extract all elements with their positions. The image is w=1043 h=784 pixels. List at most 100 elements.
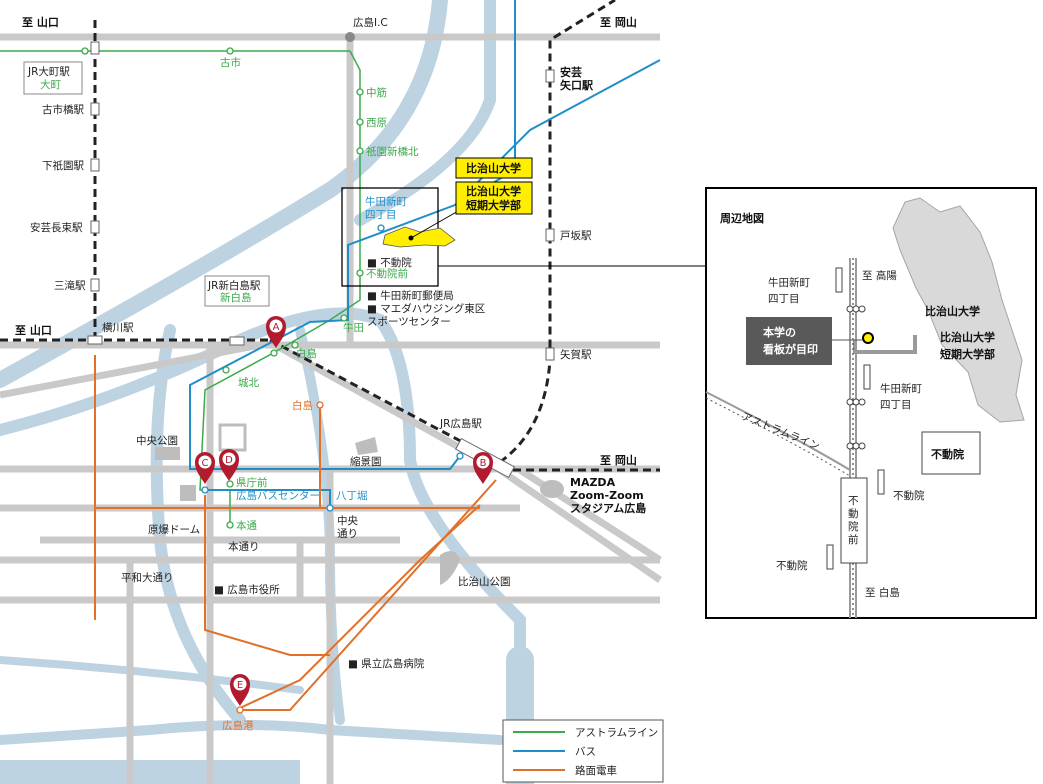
inset-stop-markers xyxy=(826,267,885,570)
jouhoku-label: 城北 xyxy=(238,377,259,389)
pin-a-label: A xyxy=(273,322,280,333)
shinhakushima-label: JR新白島駅 xyxy=(207,279,261,292)
inset-station-box xyxy=(840,477,868,564)
ic-marker xyxy=(345,32,355,42)
city-hall-label: ■ 広島市役所 xyxy=(214,583,280,596)
furuichi-label: 古市 xyxy=(220,56,241,69)
junior-label: 比治山大学短期大学部 xyxy=(466,184,521,212)
inset-ushita-bottom: 牛田新町四丁目 xyxy=(880,382,922,411)
shinhakushima-sub: 新白島 xyxy=(220,291,252,304)
hijiyama-park-shape xyxy=(440,551,460,585)
to-okayama-top: 至 岡山 xyxy=(600,15,637,29)
tram-stop-markers xyxy=(236,401,324,714)
kenchomae-label: 県庁前 xyxy=(236,476,268,489)
inset-fudoin-box-label: 不動院 xyxy=(931,447,964,461)
fudoin-landmark: ■ 不動院 xyxy=(367,256,412,269)
yaga-label: 矢賀駅 xyxy=(560,348,592,361)
hakushima-tram-label: 白島 xyxy=(292,399,313,412)
mitaki-label: 三滝駅 xyxy=(54,280,86,292)
pref-hospital-label: ■ 県立広島病院 xyxy=(348,657,425,670)
legend-tram-label: 路面電車 xyxy=(575,764,617,777)
astram-stop-markers xyxy=(81,47,364,529)
aki-nagatsuka-label: 安芸長束駅 xyxy=(30,221,83,234)
pin-c-label: C xyxy=(202,458,209,469)
koibashi-label: 古市橋駅 xyxy=(42,103,84,116)
building-shapes xyxy=(155,423,564,585)
to-yamaguchi-mid: 至 山口 xyxy=(15,323,52,337)
inset-fudoin-box xyxy=(921,431,981,475)
campus-leader xyxy=(410,209,461,239)
tozaka-label: 戸坂駅 xyxy=(560,230,592,242)
hakushima-astram-label: 白島 xyxy=(296,347,317,360)
legend: アストラムライン バス 路面電車 xyxy=(502,719,664,783)
inset-sign-label: 本学の看板が目印 xyxy=(763,325,818,356)
inset-to-koyo: 至 高陽 xyxy=(862,269,897,282)
bus-center-label: 広島バスセンター xyxy=(236,489,320,502)
inset-fudoin-right: 不動院 xyxy=(893,489,925,502)
rivers xyxy=(0,0,534,784)
odamachi-label: JR大町駅 xyxy=(27,65,70,78)
heiwa-odori-label: 平和大通り xyxy=(121,571,174,584)
inset-fudoin-left: 不動院 xyxy=(776,559,808,572)
shinhakushima-box xyxy=(204,275,270,307)
dome-label: 原爆ドーム xyxy=(148,523,200,536)
hatchobori-label: 八丁堀 xyxy=(336,490,368,502)
inset-map: 周辺地図 比治山大学 比治山大学短期大学部 アストラムライン 本学の看板が目印 xyxy=(705,187,1037,619)
roads xyxy=(0,33,662,784)
inset-diag xyxy=(705,391,851,471)
pin-b[interactable]: B xyxy=(473,452,493,484)
aki-yaguchi-label: 安芸矢口駅 xyxy=(560,65,593,92)
inset-title: 周辺地図 xyxy=(720,211,764,225)
nakasuji-label: 中筋 xyxy=(366,86,387,99)
hiroshima-ic-label: 広島I.C xyxy=(353,16,388,29)
chuo-park-label: 中央公園 xyxy=(136,434,178,447)
dome-shape xyxy=(180,485,196,501)
shukkeien-label: 縮景園 xyxy=(350,455,382,468)
pin-e[interactable]: E xyxy=(230,674,250,706)
bus-stop-markers xyxy=(201,224,464,512)
inset-campus-shape xyxy=(892,197,1025,423)
inset-ushita-top: 牛田新町四丁目 xyxy=(768,276,810,305)
ushita-shinmachi-bus-label: 牛田新町四丁目 xyxy=(365,195,407,221)
univ-label: 比治山大学 xyxy=(466,161,521,175)
pin-a[interactable]: A xyxy=(266,316,286,348)
chuo-park-shape xyxy=(155,447,180,460)
to-okayama-mid: 至 岡山 xyxy=(600,453,637,467)
castle-shape xyxy=(218,423,247,452)
shukkeien-shape xyxy=(355,437,378,455)
sports-center-landmark: ■ マエダハウジング東区スポーツセンター xyxy=(367,302,485,328)
legend-astram-label: アストラムライン xyxy=(575,727,658,739)
to-yamaguchi-top: 至 山口 xyxy=(22,15,59,29)
ushita-post-landmark: ■ 牛田新町郵便局 xyxy=(367,289,454,302)
odamachi-box xyxy=(23,61,83,95)
hiroshima-port-label: 広島港 xyxy=(222,719,254,732)
inset-junior-label: 比治山大学短期大学部 xyxy=(940,330,995,361)
hondori-stop-label: 本通 xyxy=(236,519,257,532)
junior-label-box xyxy=(455,181,533,215)
campus-shape xyxy=(382,226,456,248)
chuo-dori-label: 中央通り xyxy=(337,514,358,540)
pin-d-label: D xyxy=(225,455,233,466)
bay xyxy=(0,760,300,784)
pin-c[interactable]: C xyxy=(195,452,215,484)
nishihara-label: 西原 xyxy=(366,117,387,129)
pin-b-label: B xyxy=(480,458,487,469)
hondori-street-label: 本通り xyxy=(228,540,260,553)
fudoin-mae-label: 不動院前 xyxy=(366,267,408,280)
pin-d[interactable]: D xyxy=(219,449,239,481)
inset-sign-marker[interactable] xyxy=(862,332,874,344)
gion-shinbashi-kita-label: 祇園新橋北 xyxy=(366,145,419,158)
inset-fudoin-mae: 不動院前 xyxy=(848,495,859,546)
hijiyama-park-label: 比治山公園 xyxy=(458,575,511,588)
campus-dot xyxy=(408,235,414,241)
tram-lines xyxy=(94,355,497,711)
map-pins: A B C D E xyxy=(195,316,493,706)
shimogion-label: 下祇園駅 xyxy=(42,160,84,172)
inset-to-hakushima: 至 白島 xyxy=(865,586,900,599)
inset-univ-label: 比治山大学 xyxy=(925,304,980,318)
pin-e-label: E xyxy=(237,680,243,691)
ushita-label: 牛田 xyxy=(343,321,364,334)
inset-sign-box xyxy=(746,317,832,365)
